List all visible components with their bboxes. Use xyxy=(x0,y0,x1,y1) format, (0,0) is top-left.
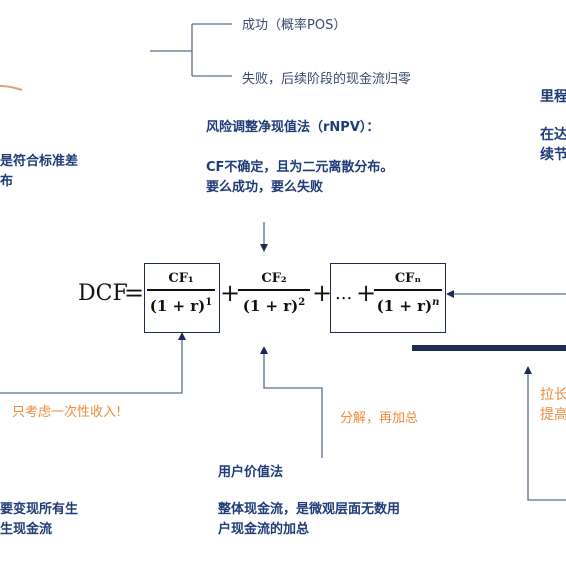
term1-numerator: CF₁ xyxy=(168,271,194,286)
arrow-up-right xyxy=(527,372,566,501)
arrow-up-term1 xyxy=(0,338,183,394)
fraction-bar xyxy=(238,289,310,291)
fraction-bar xyxy=(147,289,215,291)
user-value-line-1: 整体现金流，是微观层面无数用 xyxy=(218,502,401,517)
user-value-title: 用户价值法 xyxy=(218,465,284,480)
branch-fail-label: 失败，后续阶段的现金流归零 xyxy=(242,72,412,87)
branch-bracket xyxy=(150,23,232,77)
right-fragment-4: 拉长 xyxy=(540,387,566,403)
plus-sign-1: + xyxy=(220,279,241,307)
term2-fraction: CF₂ (1 + r)2 xyxy=(238,270,310,316)
formula-ellipsis: ... xyxy=(335,283,353,304)
plus-sign-3: + xyxy=(356,279,377,307)
term2-numerator: CF₂ xyxy=(261,271,287,286)
right-fragment-2: 在达 xyxy=(540,127,566,143)
term1-box xyxy=(144,263,220,333)
termn-numerator: CFₙ xyxy=(394,271,422,286)
rnpv-line-2: 要么成功，要么失败 xyxy=(206,180,324,195)
branch-success-label: 成功（概率POS） xyxy=(242,18,347,33)
termn-box xyxy=(330,263,446,333)
curve-fragment xyxy=(0,85,23,91)
right-fragment-5: 提高 xyxy=(540,407,566,423)
decompose-note: 分解，再加总 xyxy=(340,411,419,426)
formula-lhs: DCF xyxy=(78,281,128,306)
right-fragment-3: 续节 xyxy=(540,147,566,163)
once-income-note: 只考虑一次性收入! xyxy=(12,405,122,420)
rnpv-line-1: CF不确定，且为二元离散分布。 xyxy=(206,160,394,175)
arrow-up-term2 xyxy=(263,352,323,458)
user-value-line-2: 户现金流的加总 xyxy=(218,522,310,537)
term1-fraction: CF₁ (1 + r)1 xyxy=(147,270,215,316)
left-fragment-4: 生现金流 xyxy=(0,522,53,537)
rnpv-title: 风险调整净现值法（rNPV）： xyxy=(206,120,380,135)
left-fragment-2: 布 xyxy=(0,174,14,189)
timeline-bar xyxy=(412,345,566,351)
right-fragment-1: 里程 xyxy=(540,89,566,105)
formula-equals: = xyxy=(124,279,145,307)
termn-fraction: CFₙ (1 + r)n xyxy=(374,270,442,316)
term2-denominator: (1 + r)2 xyxy=(242,296,306,315)
termn-denominator: (1 + r)n xyxy=(376,296,440,315)
left-fragment-3: 要变现所有生 xyxy=(0,502,79,517)
fraction-bar xyxy=(374,289,442,291)
plus-sign-2: + xyxy=(312,279,333,307)
term1-denominator: (1 + r)1 xyxy=(149,296,213,315)
left-fragment-1: 是符合标准差 xyxy=(0,154,79,169)
